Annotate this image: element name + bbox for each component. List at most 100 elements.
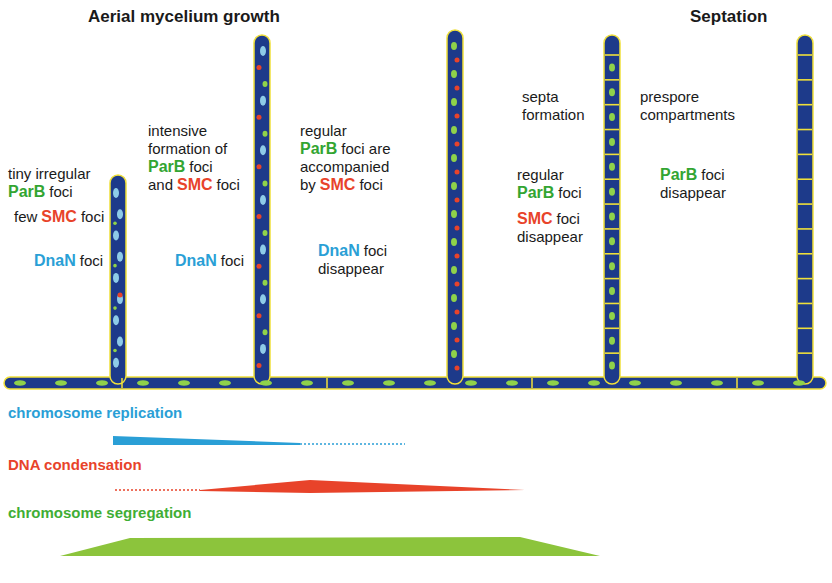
segregation-band [60, 537, 600, 556]
condensation-wedge [200, 480, 525, 493]
annotation-text: formation of [148, 140, 227, 158]
septum [605, 278, 619, 280]
annotation-text: accompanied [300, 158, 389, 176]
nucleoid [342, 380, 354, 386]
annotation-text: foci [81, 208, 104, 226]
parb-focus [451, 42, 457, 50]
smc-focus [455, 142, 460, 147]
parb-focus [263, 81, 268, 87]
septum [605, 253, 619, 255]
dnan-focus [260, 46, 266, 56]
annotation-text: and [148, 176, 173, 194]
dnan-focus [260, 145, 266, 155]
annotation-text: foci are [341, 140, 390, 158]
nucleoid [219, 380, 231, 386]
parb-focus [263, 131, 268, 137]
text-line: SMCfoci [517, 210, 580, 228]
dnan-focus [113, 188, 119, 198]
annotation-text: compartments [640, 106, 735, 124]
nucleoid [670, 380, 682, 386]
text-line: andSMCfoci [148, 176, 240, 194]
text-line: accompanied [300, 158, 389, 176]
text-line: bySMCfoci [300, 176, 383, 194]
annotation-text: ParB [660, 166, 697, 184]
nucleoid [55, 380, 67, 386]
smc-focus [455, 338, 460, 343]
annotation-text: by [300, 176, 316, 194]
text-line: DNA condensation [8, 456, 142, 474]
text-line: intensive [148, 122, 207, 140]
annotation-text: foci [217, 176, 240, 194]
annotation-text: foci [189, 158, 212, 176]
text-line: ParBfoci [517, 184, 582, 202]
smc-focus [455, 226, 460, 231]
nucleoid [752, 380, 764, 386]
annotation-text: DNA condensation [8, 456, 142, 474]
text-line: prespore [640, 88, 699, 106]
smc-focus [455, 254, 460, 259]
septum [798, 104, 812, 106]
annotation-text: SMC [320, 176, 356, 194]
dnan-focus [113, 273, 119, 283]
septum [798, 203, 812, 205]
parb-focus [451, 126, 457, 134]
annotation-text: DnaN [318, 242, 360, 260]
septum [798, 129, 812, 131]
parb-focus [263, 329, 268, 335]
aerial-hypha [447, 30, 463, 384]
nucleoid [793, 380, 805, 386]
parb-focus [451, 210, 457, 218]
septum [605, 154, 619, 156]
septum [605, 328, 619, 330]
septum [605, 79, 619, 81]
nucleoid [711, 380, 723, 386]
text-line: fewSMCfoci [14, 208, 104, 226]
nucleoid [137, 380, 149, 386]
smc-focus [455, 86, 460, 91]
dnan-focus [260, 195, 266, 205]
smc-focus [118, 293, 123, 298]
septum [531, 378, 533, 388]
parb-focus [609, 163, 615, 171]
annotation-text: foci [359, 176, 382, 194]
parb-focus [451, 154, 457, 162]
dnan-focus [113, 358, 119, 368]
text-line: chromosome segregation [8, 504, 191, 522]
smc-focus [257, 214, 262, 219]
septum [605, 54, 619, 56]
dnan-focus [117, 337, 123, 347]
parb-focus [609, 287, 615, 295]
parb-focus [263, 230, 268, 236]
text-line: formation of [148, 140, 227, 158]
annotation-text: regular [300, 122, 347, 140]
text-line: regular [517, 166, 564, 184]
parb-focus [113, 264, 117, 268]
septum [798, 278, 812, 280]
text-line: chromosome replication [8, 404, 182, 422]
dnan-focus [117, 209, 123, 219]
smc-focus [455, 198, 460, 203]
parb-focus [451, 266, 457, 274]
septum [798, 303, 812, 305]
annotation-text: ParB [8, 183, 45, 201]
septum [326, 378, 328, 388]
septum [798, 328, 812, 330]
nucleoid [588, 380, 600, 386]
text-line: Aerial mycelium growth [88, 8, 280, 26]
smc-focus [257, 363, 262, 368]
annotation-text: foci [221, 252, 244, 270]
nucleoid [301, 380, 313, 386]
septum [121, 378, 123, 388]
parb-focus [609, 237, 615, 245]
nucleoid [383, 380, 395, 386]
annotation-text: disappear [318, 260, 384, 278]
condensation-dotted [115, 489, 200, 491]
parb-focus [451, 294, 457, 302]
parb-focus [451, 238, 457, 246]
parb-focus [113, 349, 117, 353]
parb-focus [609, 262, 615, 270]
text-line: ParBfoci [8, 183, 73, 201]
septum [605, 203, 619, 205]
septum [798, 253, 812, 255]
